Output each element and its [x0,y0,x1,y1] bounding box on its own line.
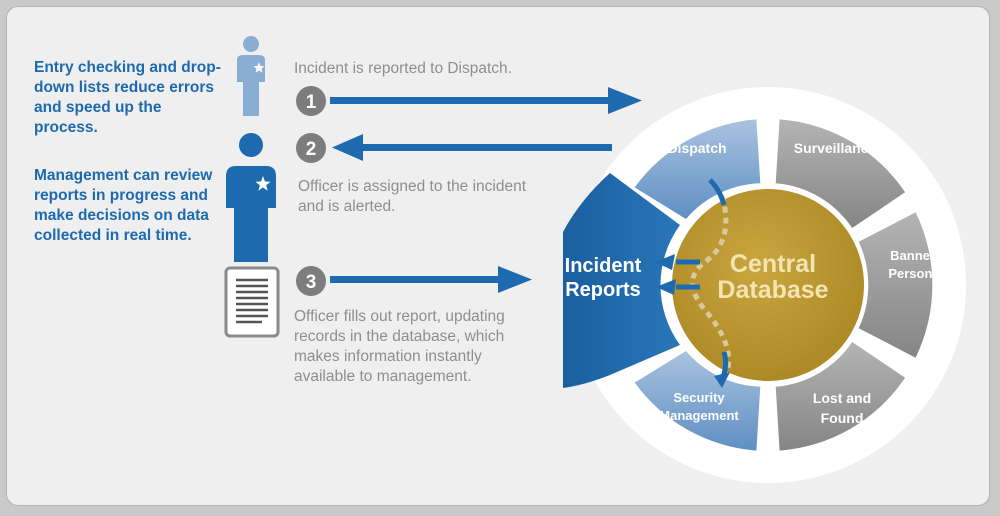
arrow-to-officer [332,134,612,161]
person-icon [237,36,265,116]
svg-text:Persons: Persons [888,266,939,281]
svg-text:Management: Management [659,408,739,423]
security-management-label: Security [673,390,725,405]
segment-dispatch [634,119,761,219]
surveillance-label: Surveillance [794,140,877,156]
banned-persons-label: Banned [890,248,938,263]
step-3-badge: 3 [296,266,326,296]
report-document-icon [224,266,280,338]
svg-text:Database: Database [717,276,828,304]
database-wheel: Central Database Incident Reports Dispat… [563,87,966,483]
step-2-badge: 2 [296,133,326,163]
lost-and-found-label: Lost and [813,390,871,406]
segment-surveillance [775,119,906,228]
svg-text:2: 2 [306,139,317,160]
step-1-text: Incident is reported to Dispatch. [294,60,512,77]
arrow-to-incident-reports [330,266,532,293]
central-database-label: Central [730,250,816,278]
note-management-review: Management can review reports in progres… [34,167,213,244]
dispatch-label: Dispatch [667,140,726,156]
segment-banned-persons [858,212,933,358]
svg-text:Reports: Reports [565,279,641,301]
svg-text:1: 1 [306,92,317,113]
svg-text:3: 3 [306,272,317,293]
segment-incident-reports [563,173,680,388]
incident-reports-label: Incident [565,255,642,277]
arrow-to-dispatch [330,87,642,114]
step-3-text: Officer fills out report, updating recor… [294,308,505,385]
officer-icon [226,133,276,262]
step-1-badge: 1 [296,86,326,116]
segment-lost-and-found [775,342,906,451]
step-2-text: Officer is assigned to the incident and … [298,178,527,215]
note-entry-checking: Entry checking and drop-down lists reduc… [34,59,221,136]
segment-security-management [634,351,761,451]
svg-text:Found: Found [821,410,864,426]
